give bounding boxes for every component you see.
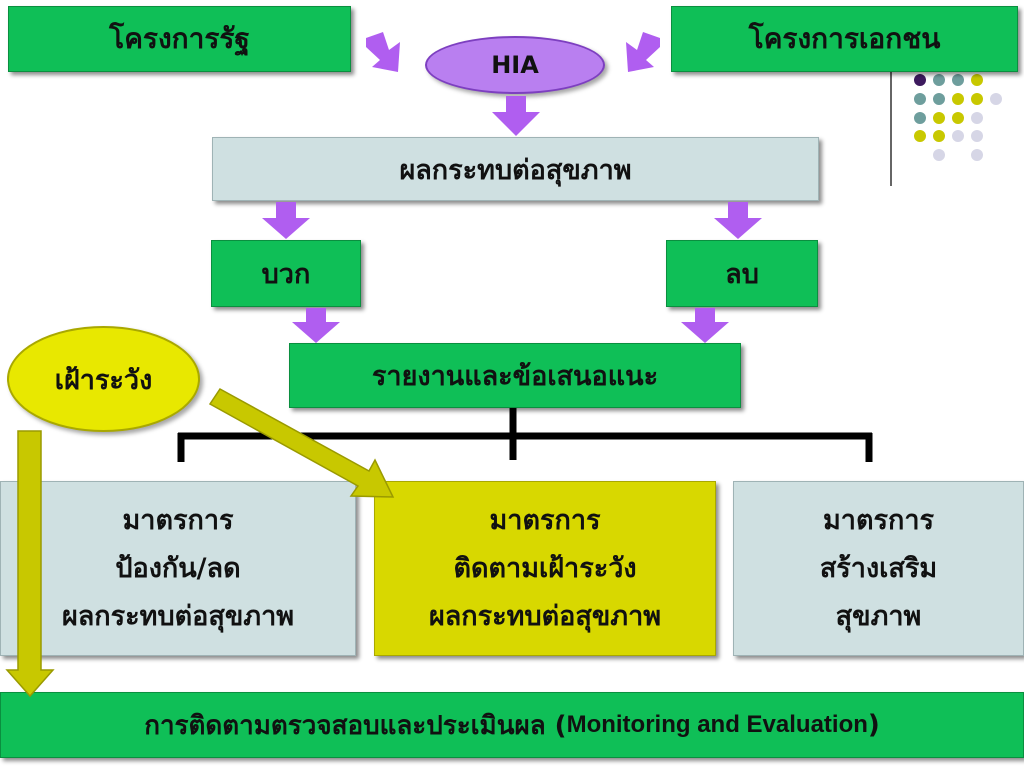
state-project-label: โครงการรัฐ (109, 22, 250, 55)
negative-label: ลบ (725, 259, 759, 290)
positive-label: บวก (261, 259, 311, 290)
promotion-line-1: มาตรการ (822, 504, 934, 536)
surveillance-label: เฝ้าระวัง (54, 364, 153, 396)
monitoring-line-1: มาตรการ (489, 504, 601, 536)
hia-label: HIA (491, 51, 539, 79)
surveillance-ellipse: เฝ้าระวัง (7, 326, 200, 432)
report-label: รายงานและข้อเสนอแนะ (371, 361, 659, 392)
monitoring-line-2: ติดตามเฝ้าระวัง (453, 552, 637, 584)
arrow-down-positive (262, 202, 310, 239)
report-box: รายงานและข้อเสนอแนะ (289, 343, 741, 408)
prevention-line-3: ผลกระทบต่อสุขภาพ (61, 600, 295, 632)
positive-box: บวก (211, 240, 361, 307)
health-impact-box: ผลกระทบต่อสุขภาพ (212, 137, 819, 201)
monitoring-evaluation-thai: การติดตามตรวจสอบและประเมินผล ( (144, 710, 567, 741)
hia-ellipse: HIA (425, 36, 605, 94)
monitoring-evaluation-close: ) (867, 710, 880, 740)
arrow-down-hia (492, 96, 540, 136)
arrow-left-into-hia (366, 32, 400, 72)
promotion-line-2: สร้างเสริม (819, 552, 938, 584)
promotion-line-3: สุขภาพ (835, 600, 922, 632)
prevention-line-1: มาตรการ (122, 504, 234, 536)
private-project-label: โครงการเอกชน (748, 22, 941, 55)
arrow-positive-to-report (292, 308, 340, 343)
arrow-surveillance-down (5, 430, 55, 698)
prevention-line-2: ป้องกัน/ลด (115, 552, 241, 584)
arrow-negative-to-report (681, 308, 729, 343)
promotion-measure-box: มาตรการ สร้างเสริม สุขภาพ (733, 481, 1024, 656)
monitoring-evaluation-bar: การติดตามตรวจสอบและประเมินผล (Monitoring… (0, 692, 1024, 758)
private-project-box: โครงการเอกชน (671, 6, 1018, 72)
negative-box: ลบ (666, 240, 818, 307)
arrow-right-into-hia (626, 32, 660, 72)
monitoring-measure-box: มาตรการ ติดตามเฝ้าระวัง ผลกระทบต่อสุขภาพ (374, 481, 716, 656)
arrow-down-negative (714, 202, 762, 239)
state-project-box: โครงการรัฐ (8, 6, 351, 72)
monitoring-evaluation-english: Monitoring and Evaluation (566, 711, 868, 738)
monitoring-line-3: ผลกระทบต่อสุขภาพ (428, 600, 662, 632)
health-impact-label: ผลกระทบต่อสุขภาพ (399, 154, 632, 186)
arrow-surveillance-to-monitoring (208, 388, 395, 498)
prevention-measure-box: มาตรการ ป้องกัน/ลด ผลกระทบต่อสุขภาพ (0, 481, 356, 656)
